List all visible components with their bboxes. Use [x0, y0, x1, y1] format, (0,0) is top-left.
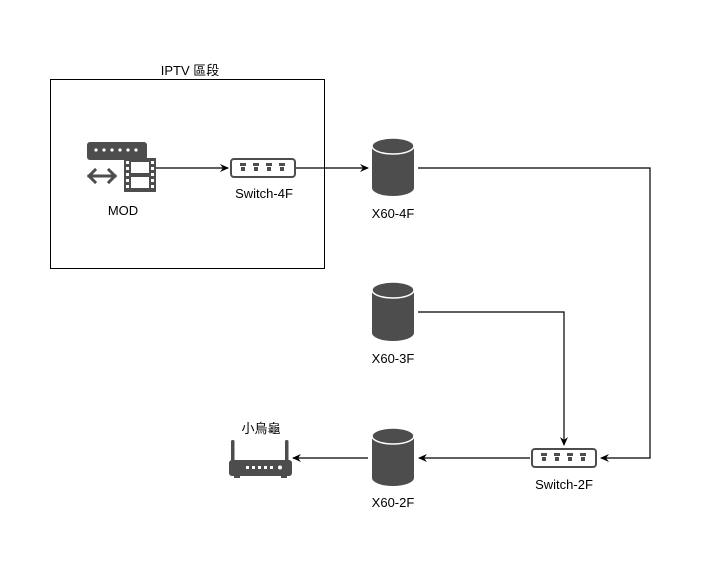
x60-4f-label: X60-4F	[371, 206, 415, 221]
x60-3f-database-icon[interactable]	[371, 281, 415, 341]
router-label: 小烏龜	[241, 421, 281, 436]
switch-4f-icon[interactable]	[230, 158, 296, 178]
x60-4f-database-icon[interactable]	[371, 137, 415, 196]
mod-label: MOD	[107, 203, 139, 218]
switch-2f-label: Switch-2F	[535, 477, 593, 492]
x60-3f-label: X60-3F	[371, 351, 415, 366]
edge-x604f-to-switch2f	[418, 167, 651, 462]
iptv-segment-group	[50, 79, 325, 269]
iptv-segment-title: IPTV 區段	[160, 63, 220, 78]
x60-2f-label: X60-2F	[371, 495, 415, 510]
x60-2f-database-icon[interactable]	[371, 427, 415, 486]
mod-set-top-box-icon[interactable]	[86, 142, 156, 192]
wireless-router-icon[interactable]	[229, 440, 292, 478]
edge-x603f-to-switch2f	[418, 311, 568, 446]
switch-2f-icon[interactable]	[531, 448, 597, 468]
switch-4f-label: Switch-4F	[235, 186, 293, 201]
